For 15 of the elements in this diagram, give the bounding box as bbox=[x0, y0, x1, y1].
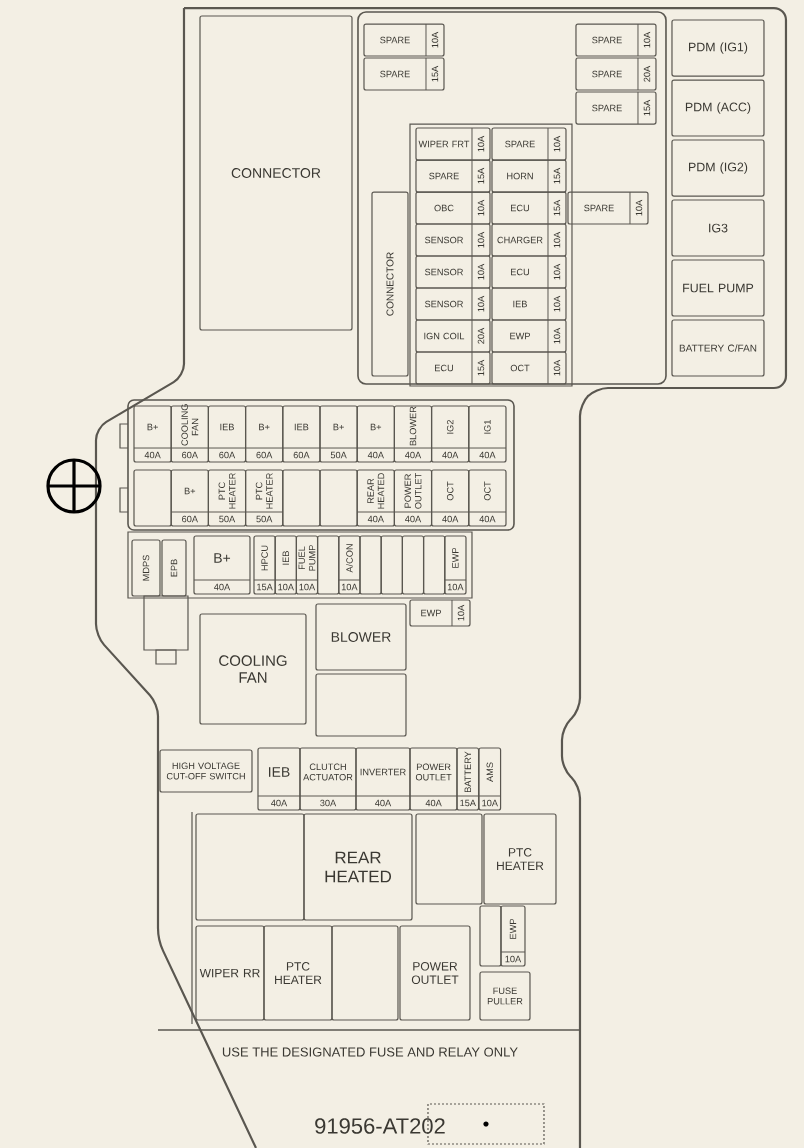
empty-slot bbox=[331, 925, 399, 1021]
relay-box: REAR HEATED bbox=[303, 813, 413, 921]
empty-slot bbox=[315, 673, 407, 737]
empty-slot bbox=[380, 535, 403, 595]
empty-slot bbox=[423, 535, 446, 595]
empty-slot bbox=[415, 813, 483, 905]
empty-slot bbox=[401, 535, 425, 595]
empty-slot bbox=[359, 535, 382, 595]
empty-slot bbox=[195, 813, 305, 921]
empty-slot bbox=[282, 469, 321, 527]
empty-slot bbox=[133, 469, 172, 527]
part-number: 91956-AT202 bbox=[315, 1118, 445, 1134]
empty-slot bbox=[319, 469, 358, 527]
empty-slot bbox=[317, 535, 340, 595]
empty-slot bbox=[479, 905, 502, 967]
